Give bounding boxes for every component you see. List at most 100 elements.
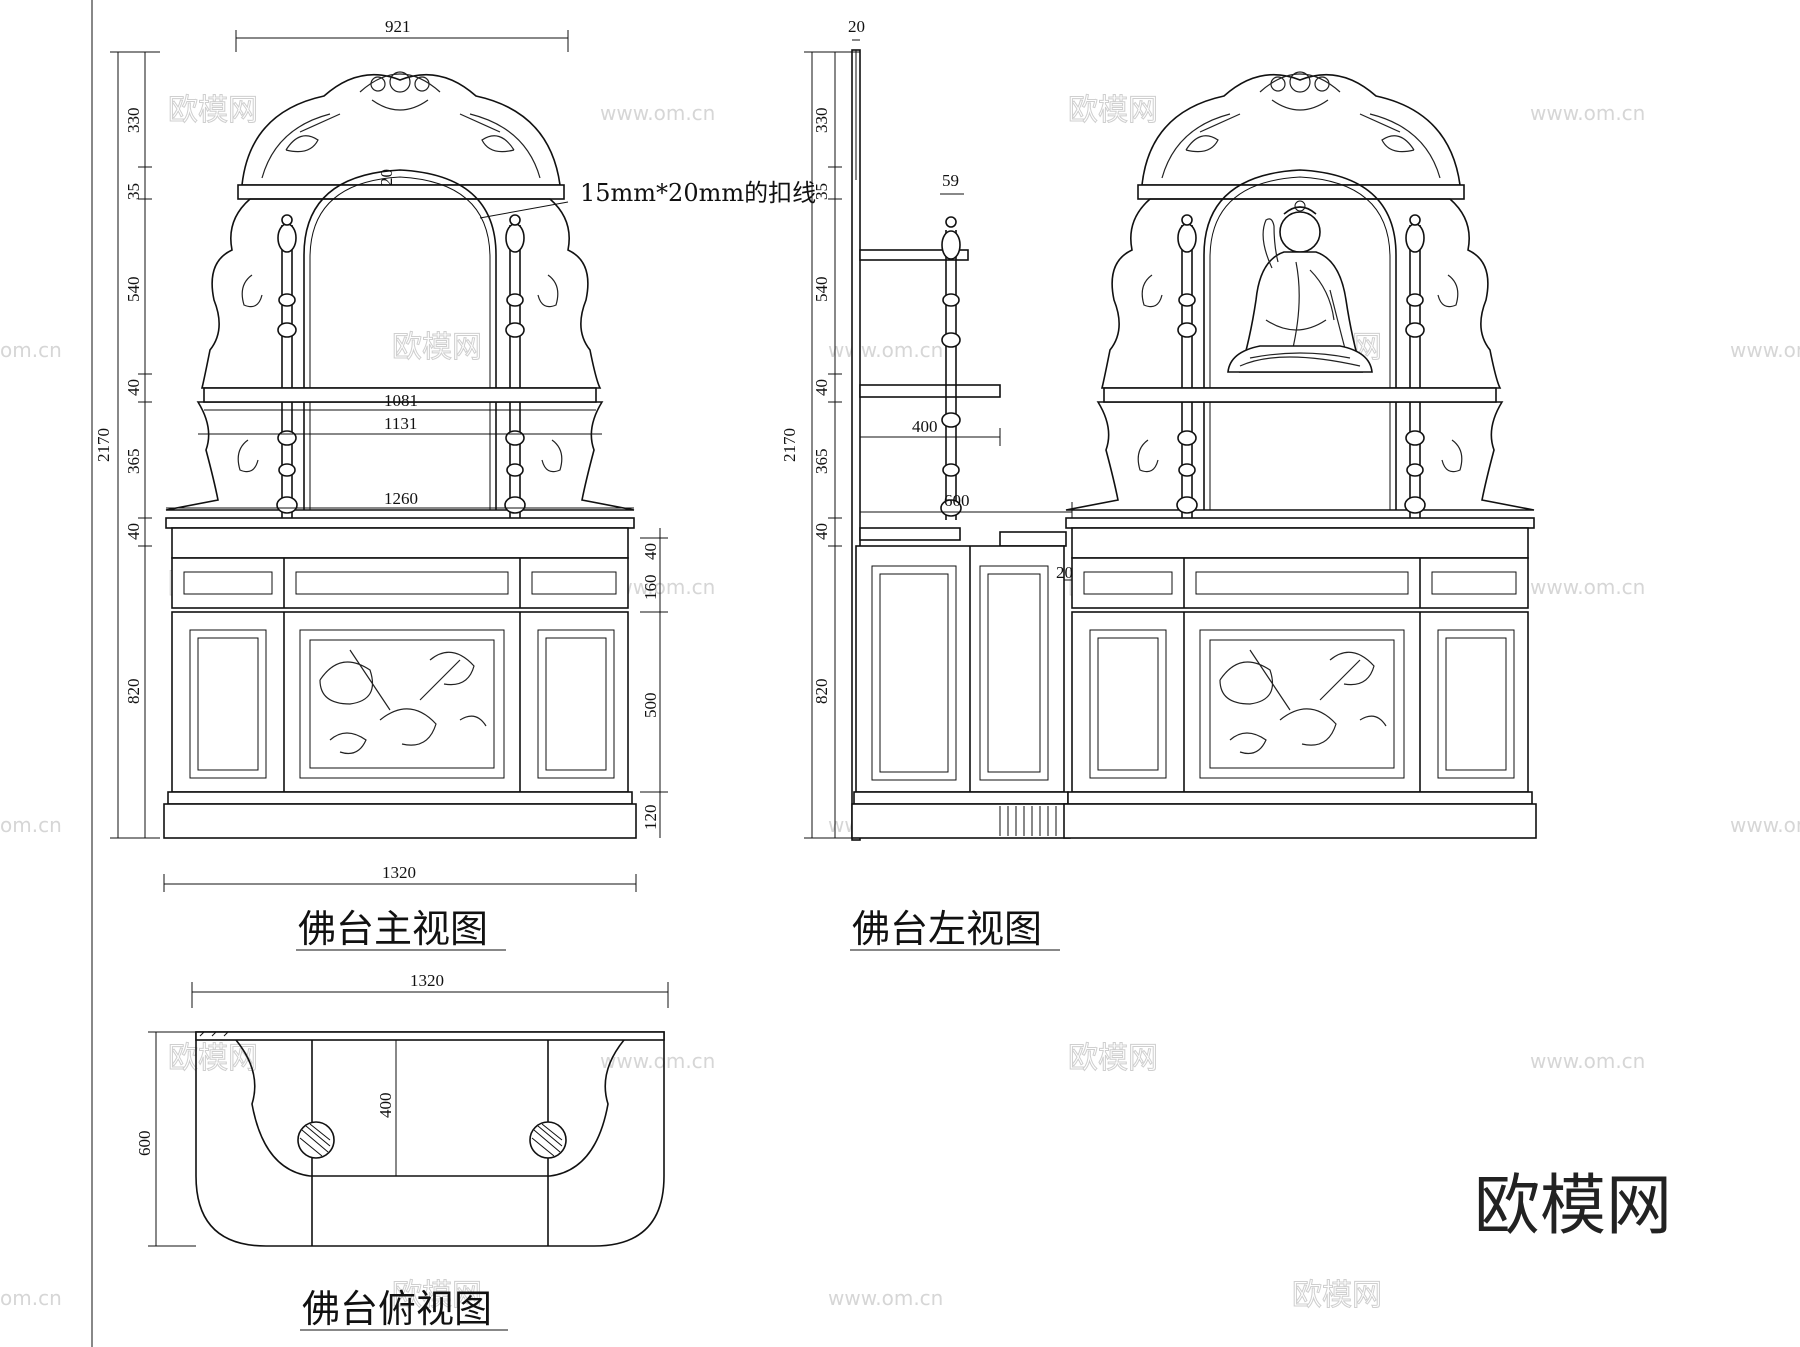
dim-1131: 1131 [384, 414, 417, 433]
buddha-statue [1227, 200, 1373, 373]
crown-flower [389, 71, 411, 93]
watermark-logo: 欧模网 [168, 93, 258, 128]
watermark-logo: 欧模网 [392, 1278, 482, 1313]
dim-side-40b: 40 [812, 523, 831, 540]
back-rail [195, 1031, 665, 1041]
watermark-url-partial: om.cn [0, 338, 62, 362]
dim-side-540: 540 [812, 277, 831, 303]
left-column [1176, 214, 1198, 525]
arch-niche [303, 169, 497, 510]
dim-r40: 40 [641, 543, 660, 560]
watermark-logo: 欧模网 [392, 330, 482, 365]
left-dimensions: 20 2170 330 35 540 40 365 40 820 59 400 [780, 17, 1090, 839]
door-row [171, 611, 629, 793]
dim-35: 35 [124, 183, 143, 200]
dim-side-40: 40 [812, 379, 831, 396]
watermark-url-partial: om.cn [0, 1286, 62, 1310]
note-leader [479, 201, 569, 219]
cornice-band [237, 184, 565, 200]
dim-top-1320: 1320 [410, 971, 444, 990]
top-view-title: 佛台俯视图 [302, 1287, 492, 1331]
upper-shelf-outline [235, 1039, 625, 1177]
dim-1260: 1260 [384, 489, 418, 508]
middle-shelf [203, 387, 597, 403]
upper-side-panel [200, 198, 602, 389]
left-view-title: 佛台左视图 [852, 907, 1042, 951]
plinth [163, 803, 637, 839]
dim-820: 820 [124, 679, 143, 705]
side-scroll-ornament [237, 274, 563, 473]
drawer-center [295, 571, 509, 595]
arch-inner-line [309, 176, 491, 510]
brand-logo: 欧模网 [1474, 1167, 1672, 1244]
column-finial [941, 230, 961, 260]
cabinet-ledge [165, 517, 635, 529]
dim-side-20b: 20 [1056, 563, 1073, 582]
door-left [189, 629, 267, 779]
left-view: 20 2170 330 35 540 40 365 40 820 59 400 [780, 17, 1090, 951]
crown-flower [414, 76, 430, 92]
door-right [537, 629, 615, 779]
dim-40: 40 [124, 379, 143, 396]
watermark-url: www.om.cn [600, 101, 715, 125]
dim-r500: 500 [641, 693, 660, 719]
dim-600: 600 [944, 491, 970, 510]
hatch-band [196, 1031, 664, 1041]
dim-top-400: 400 [376, 1093, 395, 1119]
front-dimensions: 921 2170 330 35 540 40 365 40 820 1081 1… [94, 17, 668, 892]
crown-ornament [241, 73, 561, 186]
edge-trim-note: 15mm*20mm的扣线 [580, 179, 816, 207]
dim-r160: 160 [641, 575, 660, 601]
plinth-side [851, 803, 1071, 839]
drawer-left [183, 571, 273, 595]
dim-arch-20: 20 [377, 169, 396, 186]
dim-365: 365 [124, 449, 143, 475]
watermark-url: www.om.cn [828, 338, 943, 362]
top-view: 1320 600 400 佛台俯视图 [135, 971, 669, 1331]
dim-side-2170: 2170 [780, 428, 799, 462]
watermark-logo: 欧模网 [1068, 93, 1158, 128]
drawer-row [171, 557, 629, 609]
right-column [1404, 214, 1426, 525]
column-section [297, 1121, 335, 1159]
middle-shelf-side [859, 384, 1001, 398]
dim-400: 400 [912, 417, 938, 436]
cabinet-side [855, 545, 1065, 793]
dim-side-820: 820 [812, 679, 831, 705]
front-molding-side [999, 531, 1067, 547]
column-section [529, 1121, 567, 1159]
plinth-fluting [999, 806, 1057, 836]
watermark-url: www.om.cn [1530, 1049, 1645, 1073]
carved-panel [299, 629, 505, 779]
cabinet-top [171, 527, 629, 559]
plinth-band [167, 791, 633, 805]
dim-top-600: 600 [135, 1131, 154, 1157]
side-panel-right [979, 565, 1049, 781]
cabinet-top-side [859, 527, 961, 541]
dim-side-365: 365 [812, 449, 831, 475]
drawer-right [531, 571, 617, 595]
watermark-url: www.om.cn [828, 1286, 943, 1310]
dim-r120: 120 [641, 805, 660, 831]
lower-side-panel [165, 401, 635, 511]
left-column [276, 214, 298, 525]
watermark-url: www.om.cn [1530, 101, 1645, 125]
dim-1081: 1081 [384, 391, 418, 410]
dim-921: 921 [385, 17, 411, 36]
dim-59: 59 [942, 171, 959, 190]
watermark-url: www.om.cn [1530, 575, 1645, 599]
dim-2170: 2170 [94, 428, 113, 462]
dim-side-35: 35 [812, 183, 831, 200]
watermark-url-partial: om.cn [0, 813, 62, 837]
watermark-url: www.om.cn [1730, 338, 1800, 362]
watermark-logo: 欧模网 [168, 1041, 258, 1076]
watermark-logo: 欧模网 [1068, 1041, 1158, 1076]
front-view-with-buddha [1063, 71, 1537, 839]
crown-flower [370, 76, 386, 92]
dim-330: 330 [124, 108, 143, 134]
right-column [504, 214, 526, 525]
watermark-url: www.om.cn [600, 1049, 715, 1073]
crown-scroll [261, 73, 541, 179]
dim-side-20: 20 [848, 17, 865, 36]
